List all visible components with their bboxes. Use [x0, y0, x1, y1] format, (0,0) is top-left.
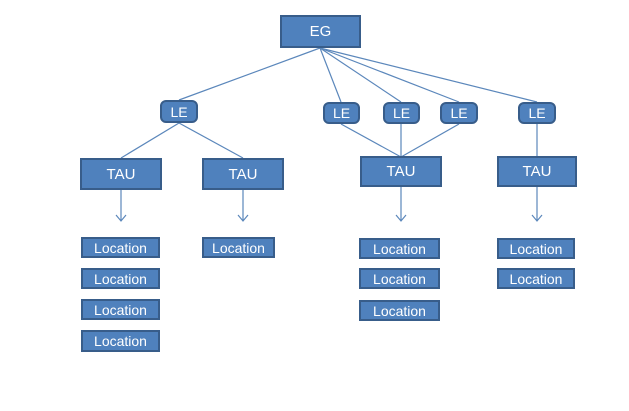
node-tau-4: TAU: [497, 156, 577, 187]
edge-le2-tau3: [340, 123, 402, 158]
node-location-3-3: Location: [359, 300, 440, 321]
node-le-5: LE: [518, 102, 556, 124]
edge-eg-le3: [319, 47, 402, 103]
arrow-tau1-locations: [115, 190, 127, 222]
edge-eg-le2: [319, 47, 342, 103]
node-le-1: LE: [160, 100, 198, 123]
node-tau-2: TAU: [202, 158, 284, 190]
node-location-4-2: Location: [497, 268, 575, 289]
edge-eg-le4: [319, 47, 460, 103]
node-location-3-1: Location: [359, 238, 440, 259]
node-le-4: LE: [440, 102, 478, 124]
edge-le1-tau2: [178, 122, 244, 159]
edge-eg-le1: [178, 47, 321, 101]
node-location-1-4: Location: [81, 330, 160, 352]
node-location-3-2: Location: [359, 268, 440, 289]
node-location-1-3: Location: [81, 299, 160, 320]
arrow-tau2-locations: [237, 190, 249, 222]
edge-eg-le5: [319, 47, 538, 103]
node-location-1-1: Location: [81, 237, 160, 258]
node-le-2: LE: [323, 102, 360, 124]
node-eg: EG: [280, 15, 361, 48]
edge-le4-tau3: [400, 123, 460, 158]
node-location-1-2: Location: [81, 268, 160, 289]
arrow-tau3-locations: [395, 187, 407, 222]
edge-le1-tau1: [120, 122, 180, 159]
node-location-2-1: Location: [202, 237, 275, 258]
node-tau-1: TAU: [80, 158, 162, 190]
arrow-tau4-locations: [531, 187, 543, 222]
node-le-3: LE: [383, 102, 420, 124]
node-tau-3: TAU: [360, 156, 442, 187]
node-location-4-1: Location: [497, 238, 575, 259]
